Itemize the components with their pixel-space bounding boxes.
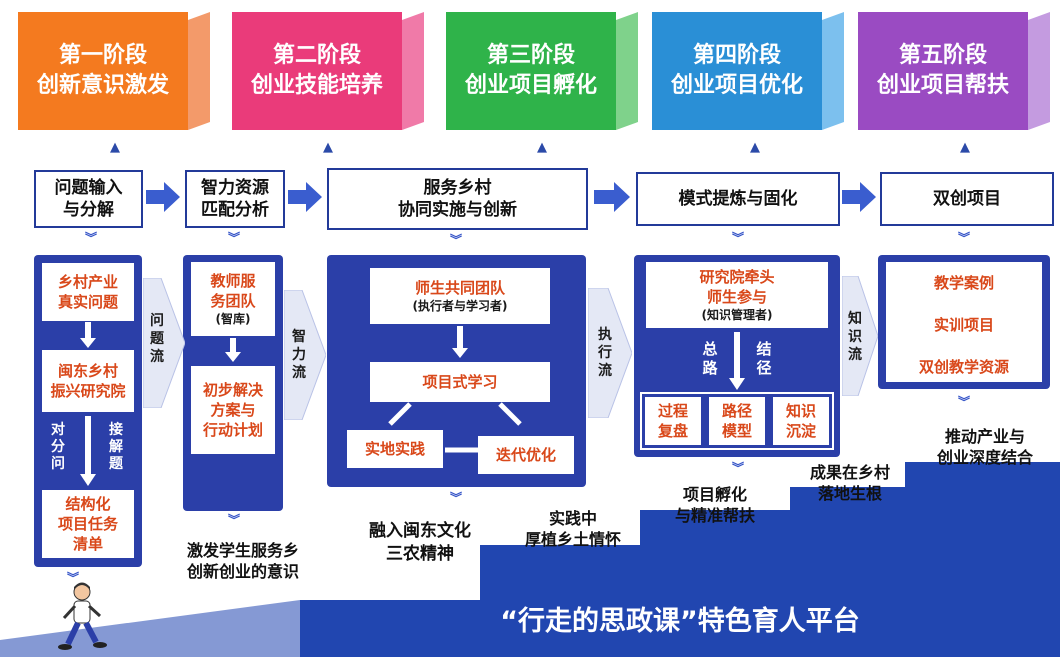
down-arrow-icon <box>729 332 745 390</box>
step-label-6: 推动产业与 创业深度结合 <box>936 427 1033 467</box>
output-teaching-resources: 双创教学资源 <box>918 358 1009 376</box>
chevron-down-icon: ︾ <box>85 231 98 245</box>
box-institute-lead: 研究院牵头 师生参与 (知识管理者) <box>646 262 828 328</box>
stage-5: 第五阶段 创业项目帮扶 <box>858 12 1028 130</box>
box-project-learning: 项目式学习 <box>370 362 550 402</box>
right-arrow-icon <box>288 182 322 212</box>
right-arrow-icon <box>146 182 180 212</box>
box-path-model: 路径 模型 <box>709 397 765 445</box>
stage-title: 第三阶段 创业项目孵化 <box>464 43 597 98</box>
box-task-list: 结构化 项目任务 清单 <box>42 490 134 558</box>
box-joint-team: 师生共同团队 (执行者与学习者) <box>370 268 550 324</box>
output-teaching-cases: 教学案例 <box>933 274 994 292</box>
step-label-5: 成果在乡村 落地生根 <box>809 463 890 503</box>
stage-3: 第三阶段 创业项目孵化 <box>446 12 616 130</box>
stage-title: 第二阶段 创业技能培养 <box>250 43 383 98</box>
flow-label-problem: 问 题 流 <box>150 313 164 365</box>
flow-arrow-icon <box>143 278 185 408</box>
box-teacher-team: 教师服 务团队 (智库) <box>191 262 275 336</box>
chevron-down-icon: ︾ <box>958 231 971 245</box>
flow-label-knowledge: 知 识 流 <box>848 311 862 363</box>
box-field-practice: 实地实践 <box>347 430 443 468</box>
box-outputs-list <box>886 262 1042 382</box>
step-label-2: 融入闽东文化 三农精神 <box>369 521 471 564</box>
stage-title: 第一阶段 创新意识激发 <box>36 43 169 98</box>
output-training-projects: 实训项目 <box>933 316 994 334</box>
box-process-review: 过程 复盘 <box>645 397 701 445</box>
stage-side-5 <box>1028 11 1050 131</box>
down-arrow-icon <box>225 338 241 362</box>
chevron-down-icon: ︾ <box>732 231 745 245</box>
down-arrow-icon <box>452 326 468 358</box>
up-arrow-icon: ▲ <box>750 140 760 155</box>
header-service-village: 服务乡村 协同实施与创新 <box>327 168 588 230</box>
label-dock-left: 对 分 问 <box>51 422 65 472</box>
right-arrow-icon <box>842 182 876 212</box>
flow-arrow-icon <box>284 290 326 420</box>
stage-title: 第五阶段 创业项目帮扶 <box>876 43 1009 98</box>
stage-4: 第四阶段 创业项目优化 <box>652 12 822 130</box>
stage-side-1 <box>188 11 210 131</box>
box-teacher-team-sub: (智库) <box>215 312 251 326</box>
label-dock-right: 接 解 题 <box>109 422 123 472</box>
flow-label-execution: 执 行 流 <box>598 327 612 379</box>
label-summary-left: 总 路 <box>702 340 718 377</box>
chevron-down-icon: ︾ <box>450 233 463 247</box>
up-arrow-icon: ▲ <box>960 140 970 155</box>
box-knowledge-deposit: 知识 沉淀 <box>773 397 829 445</box>
stage-2: 第二阶段 创业技能培养 <box>232 12 402 130</box>
step-label-4: 项目孵化 与精准帮扶 <box>674 485 755 525</box>
box-research-institute: 闽东乡村 振兴研究院 <box>42 350 134 412</box>
flow-arrow-icon <box>588 288 632 418</box>
box-iterative-optimization: 迭代优化 <box>478 436 574 474</box>
stage-1: 第一阶段 创新意识激发 <box>18 12 188 130</box>
box-institute-lead-label: 研究院牵头 师生参与 <box>699 268 775 306</box>
box-initial-plan: 初步解决 方案与 行动计划 <box>191 366 275 454</box>
header-pattern-extraction: 模式提炼与固化 <box>636 172 840 226</box>
chevron-down-icon: ︾ <box>732 461 745 475</box>
up-arrow-icon: ▲ <box>110 140 120 155</box>
box-teacher-team-label: 教师服 务团队 <box>210 272 256 310</box>
banner-title: “行走的思政课”特色育人平台 <box>500 606 860 637</box>
box-institute-lead-sub: (知识管理者) <box>701 308 773 322</box>
down-arrow-icon <box>80 416 96 486</box>
stage-side-2 <box>402 11 424 131</box>
chevron-down-icon: ︾ <box>450 491 463 505</box>
flow-arrow-icon <box>842 276 878 396</box>
box-joint-team-label: 师生共同团队 <box>414 279 505 297</box>
header-resource-matching: 智力资源 匹配分析 <box>185 170 285 228</box>
cycle-arrows-icon <box>388 402 522 453</box>
label-summary-right: 结 径 <box>756 340 772 377</box>
box-rural-industry-problem: 乡村产业 真实问题 <box>42 263 134 321</box>
step-label-3: 实践中 厚植乡土情怀 <box>524 509 621 549</box>
stage-side-4 <box>822 11 844 131</box>
stage-title: 第四阶段 创业项目优化 <box>670 43 803 98</box>
staircase-left <box>0 600 300 657</box>
up-arrow-icon: ▲ <box>323 140 333 155</box>
walking-person-icon <box>58 582 107 650</box>
up-arrow-icon: ▲ <box>537 140 547 155</box>
header-innovation-project: 双创项目 <box>880 172 1054 226</box>
header-problem-input: 问题输入 与分解 <box>34 170 143 228</box>
group-knowledge-outputs <box>640 392 834 450</box>
chevron-down-icon: ︾ <box>67 571 80 585</box>
step-label-1: 激发学生服务乡 创新创业的意识 <box>186 541 299 581</box>
down-arrow-icon <box>80 322 96 348</box>
staircase <box>300 462 1060 657</box>
chevron-down-icon: ︾ <box>228 231 241 245</box>
chevron-down-icon: ︾ <box>958 395 971 409</box>
chevron-down-icon: ︾ <box>228 513 241 527</box>
flow-label-intellect: 智 力 流 <box>292 329 306 381</box>
stage-side-3 <box>616 11 638 131</box>
right-arrow-icon <box>594 182 630 212</box>
box-joint-team-sub: (执行者与学习者) <box>412 299 508 313</box>
